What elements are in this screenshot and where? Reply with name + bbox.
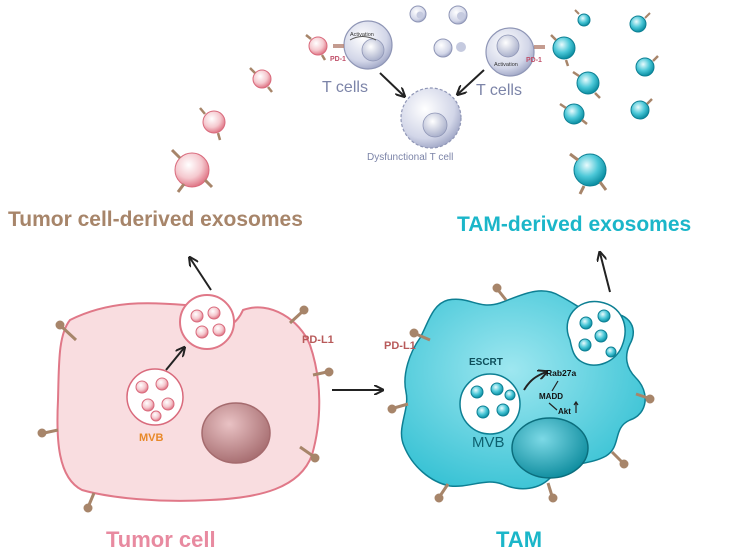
pd1-label-right: PD-1 — [526, 57, 542, 64]
tcells-label-right: T cells — [476, 82, 522, 99]
madd-label: MADD — [539, 392, 563, 401]
tam-pocket-exosomes — [578, 309, 617, 358]
tam-cell: MVB ESCRT Rab27a MADD Akt PD-L1 — [384, 283, 655, 503]
tam-pdl1-receptors — [387, 283, 655, 503]
small-tcell-nucleus — [456, 42, 466, 52]
cyan-exosome — [572, 70, 601, 99]
pink-exosome — [199, 107, 226, 141]
tcells-label-left: T cells — [322, 79, 368, 96]
pd1-label-left: PD-1 — [330, 56, 346, 63]
cyan-exosome — [550, 34, 576, 67]
pink-exosome — [305, 34, 328, 61]
arrow-to-dysfunctional-left — [379, 72, 404, 96]
tcell-right: Activation — [485, 27, 535, 77]
cyan-exosome — [635, 55, 659, 77]
arrow-mvb-to-membrane-tumor — [165, 348, 184, 371]
mvb-vesicles-tumor — [135, 377, 175, 422]
dysfunctional-tcell — [400, 87, 462, 149]
tam-label: TAM — [496, 527, 542, 552]
escrt-label: ESCRT — [469, 357, 503, 368]
dysfunctional-tcell-label: Dysfunctional T cell — [367, 152, 453, 163]
tam-exosomes-flying — [550, 9, 659, 195]
pink-exosome — [170, 148, 214, 193]
small-tcell — [433, 38, 453, 58]
mvb-vesicles-tam — [470, 382, 516, 419]
tam-nucleus — [511, 417, 589, 479]
cyan-exosome — [569, 152, 608, 195]
tumor-nucleus — [201, 402, 271, 464]
pdl1-label-tumor: PD-L1 — [302, 334, 334, 346]
tcell-cluster: Activation Activation PD-1 PD-1 T cells … — [322, 5, 545, 163]
tumor-exosomes-flying — [170, 34, 328, 193]
akt-up-icon — [573, 400, 579, 413]
tumor-pdl1-receptors — [37, 305, 334, 513]
cyan-exosome — [574, 9, 591, 27]
tumor-cell: MVB PD-L1 — [37, 294, 334, 513]
pocket-exosomes — [190, 306, 226, 339]
cyan-exosome — [629, 12, 651, 33]
pink-exosome — [249, 67, 273, 93]
mvb-label-tam: MVB — [472, 434, 505, 451]
tumor-exosomes-title: Tumor cell-derived exosomes — [8, 208, 303, 231]
tumor-cell-label: Tumor cell — [106, 527, 216, 552]
akt-label: Akt — [558, 407, 571, 416]
arrow-mvb-to-rab27a — [523, 372, 546, 391]
rab27a-label: Rab27a — [546, 368, 577, 378]
arrow-tam-to-exosomes — [600, 253, 611, 293]
arrow-tumor-to-exosomes — [190, 258, 212, 291]
arrow-madd-to-rab27a — [551, 380, 559, 392]
tam-exosomes-title: TAM-derived exosomes — [457, 213, 691, 236]
cyan-exosome — [630, 98, 653, 120]
arrow-to-dysfunctional-right — [458, 69, 485, 94]
pdl1-label-tam: PD-L1 — [384, 340, 416, 352]
cyan-exosome — [559, 102, 588, 125]
mvb-label-tumor: MVB — [139, 432, 164, 444]
arrow-akt-to-madd — [548, 402, 558, 411]
activation-label-right: Activation — [494, 62, 518, 68]
activation-label-left: Activation — [350, 32, 374, 38]
tcell-left: Activation — [343, 20, 393, 70]
